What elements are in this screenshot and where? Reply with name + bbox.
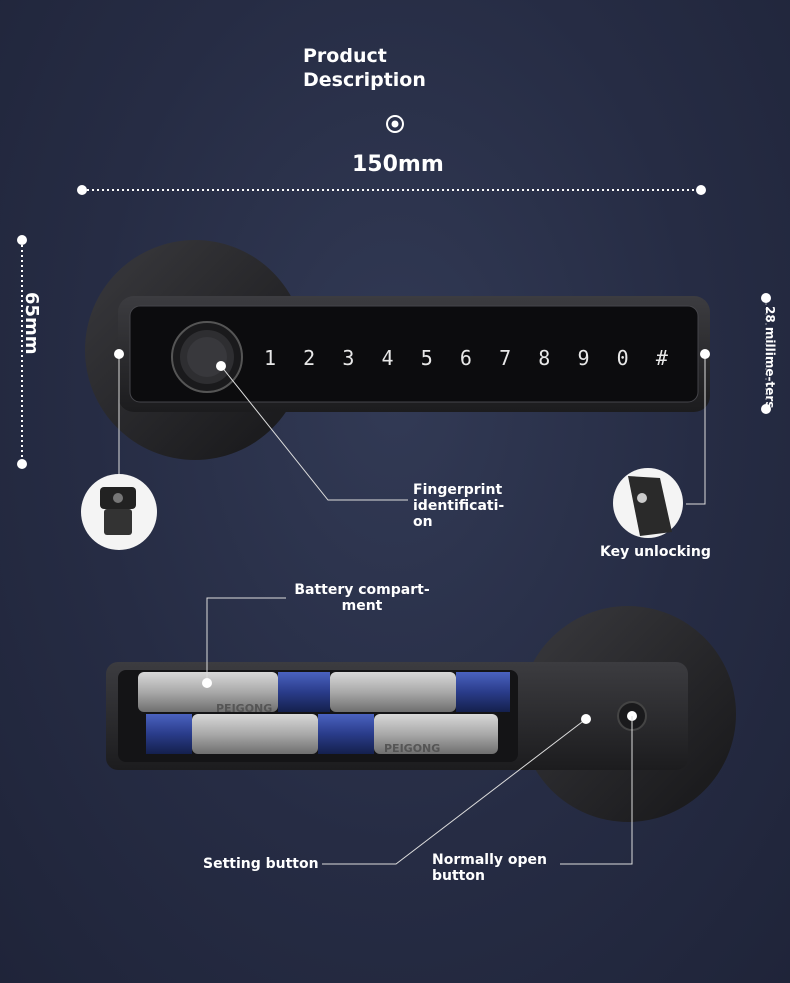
setting-button-callout <box>322 714 591 865</box>
setting-button-label: Setting button <box>203 856 319 872</box>
target-icon <box>386 115 404 133</box>
key-7: 7 <box>499 346 512 370</box>
normally-open-label-line-2: button <box>432 868 485 884</box>
key-cylinder-icon <box>81 474 157 550</box>
title-line-2: Description <box>303 69 426 91</box>
key-4: 4 <box>381 346 394 370</box>
key-6: 6 <box>459 346 472 370</box>
battery-brand-text: PEIGONG <box>216 702 272 715</box>
left-handle-callout <box>114 349 124 476</box>
height-dimension-line <box>17 235 27 469</box>
key-0: 0 <box>616 346 629 370</box>
fingerprint-label: Fingerprint identificati- on <box>413 482 598 530</box>
key-5: 5 <box>420 346 433 370</box>
width-dimension-line <box>77 185 706 195</box>
fingerprint-callout <box>216 361 408 501</box>
battery-label: Battery compart- ment <box>287 582 437 614</box>
title-line-1: Product <box>303 45 387 67</box>
key-unlocking-label: Key unlocking <box>600 544 711 560</box>
battery-label-line-2: ment <box>341 598 383 614</box>
depth-dimension-line <box>761 293 771 414</box>
key-8: 8 <box>538 346 551 370</box>
battery-brand-text-2: PEIGONG <box>384 742 440 755</box>
key-hash: # <box>655 346 668 370</box>
battery-callout <box>202 597 286 688</box>
normally-open-label-line-1: Normally open <box>432 852 547 868</box>
keyhole-icon <box>613 468 683 538</box>
depth-label: 28 millime-ters <box>763 306 777 409</box>
key-9: 9 <box>577 346 590 370</box>
lock-front-view <box>85 240 710 460</box>
battery-compartment <box>138 672 510 754</box>
key-3: 3 <box>342 346 355 370</box>
normally-open-callout <box>560 716 633 865</box>
battery-label-line-1: Battery compart- <box>294 582 430 598</box>
height-label: 65mm <box>21 292 42 355</box>
key-2: 2 <box>303 346 316 370</box>
width-label: 150mm <box>352 152 444 177</box>
fingerprint-label-line-2: on <box>413 514 433 530</box>
keypad: 1 2 3 4 5 6 7 8 9 0 # <box>256 343 676 373</box>
fingerprint-sensor-icon <box>171 321 243 393</box>
normally-open-label: Normally open button <box>432 852 562 884</box>
key-callout <box>686 349 710 505</box>
fingerprint-label-line-1: Fingerprint identificati- <box>413 482 505 514</box>
key-1: 1 <box>263 346 277 370</box>
page-title: Product Description <box>303 44 426 92</box>
